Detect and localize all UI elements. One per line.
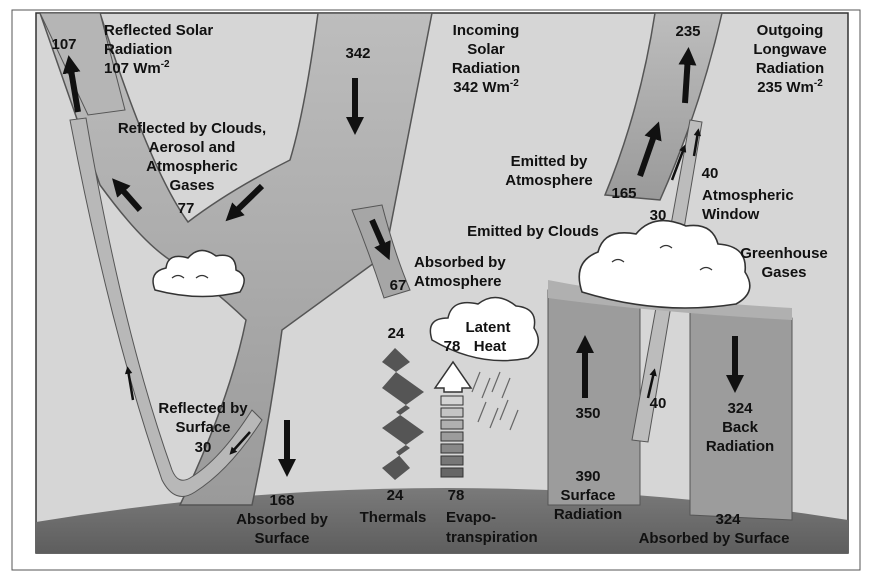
evapotranspiration-icon: [433, 360, 473, 478]
back-radiation-value: 324: [727, 400, 753, 417]
thermals-label: Thermals: [360, 509, 427, 526]
reflected-clouds-label-4: Gases: [169, 177, 214, 194]
window-label-1: Atmospheric: [702, 187, 794, 204]
outgoing-longwave-value: 235: [675, 23, 700, 40]
reflected-solar-title-2: Radiation: [104, 41, 172, 58]
incoming-solar-title: Incoming: [453, 22, 520, 39]
unit-exponent: -2: [510, 78, 519, 89]
reflected-solar-value: 107: [51, 36, 76, 53]
emitted-atmosphere-label-2: Atmosphere: [505, 172, 593, 189]
thermals-wave-icon: [382, 348, 424, 480]
incoming-solar-unit-value: 342: [453, 79, 478, 96]
right-cloud-icon: [578, 219, 751, 309]
window-top-value: 40: [702, 165, 719, 182]
reflected-clouds-in-arrow-icon: [225, 183, 265, 222]
incoming-solar-title-2: Solar: [467, 41, 505, 58]
window-label-2: Window: [702, 206, 760, 223]
surface-radiation-value: 390: [575, 468, 600, 485]
outgoing-longwave-title: Outgoing: [757, 22, 824, 39]
unit-exponent: -2: [161, 59, 170, 70]
emitted-atmosphere-arrow-icon: [637, 121, 662, 177]
absorbed-surface-solar-label-1: Absorbed by: [236, 511, 328, 528]
back-radiation-label-1: Back: [722, 419, 759, 436]
evapo-label-2: transpiration: [446, 529, 538, 546]
reflected-solar-unit: 107 Wm-2: [104, 59, 170, 77]
greenhouse-label-2: Gases: [761, 264, 806, 281]
outgoing-longwave-unit-value: 235: [757, 79, 782, 96]
surface-up-value: 350: [575, 405, 600, 422]
incoming-solar-value: 342: [345, 45, 370, 62]
reflected-clouds-up-arrow-icon: [112, 178, 143, 212]
emitted-clouds-value: 30: [650, 207, 667, 224]
absorbed-surface-solar-value: 168: [269, 492, 294, 509]
reflected-surface-value: 30: [195, 439, 212, 456]
surface-radiation-label-2: Radiation: [554, 506, 622, 523]
incoming-solar-title-3: Radiation: [452, 60, 520, 77]
reflected-surface-band: [69, 117, 263, 497]
outgoing-longwave-title-2: Longwave: [753, 41, 826, 58]
outgoing-longwave-title-3: Radiation: [756, 60, 824, 77]
emitted-clouds-arrow-icon: [670, 144, 687, 181]
reflected-solar-title: Reflected Solar: [104, 22, 213, 39]
absorbed-atmosphere-value: 67: [390, 277, 407, 294]
evapo-value: 78: [448, 487, 465, 504]
reflected-clouds-label-2: Aerosol and: [149, 139, 236, 156]
emitted-atmosphere-value: 165: [611, 185, 636, 202]
reflected-surface-label-1: Reflected by: [158, 400, 248, 417]
emitted-atmosphere-label-1: Emitted by: [511, 153, 588, 170]
reflected-surface-lower-arrow-icon: [229, 431, 251, 455]
latent-heat-cloud-icon: [429, 296, 540, 362]
reflected-clouds-label-1: Reflected by Clouds,: [118, 120, 266, 137]
outgoing-longwave-unit: 235 Wm-2: [757, 78, 823, 96]
emitted-clouds-label: Emitted by Clouds: [467, 223, 599, 240]
window-low-value: 40: [650, 395, 667, 412]
latent-heat-value: 78: [444, 338, 461, 355]
reflected-surface-label-2: Surface: [175, 419, 230, 436]
left-cloud-icon: [152, 249, 245, 298]
reflected-solar-arrow-icon: [62, 55, 81, 113]
unit-text: Wm: [786, 79, 814, 96]
evapo-label-1: Evapo-: [446, 509, 496, 526]
reflected-clouds-label-3: Atmospheric: [146, 158, 238, 175]
latent-heat-label-1: Latent: [466, 319, 511, 336]
absorbed-surface-solar-label-2: Surface: [254, 530, 309, 547]
absorbed-by-surface-value: 324: [715, 511, 741, 528]
greenhouse-label-1: Greenhouse: [740, 245, 828, 262]
absorbed-by-surface-label: Absorbed by Surface: [639, 530, 790, 547]
window-top-arrow-icon: [692, 128, 702, 157]
rain-icon: [471, 371, 519, 431]
incoming-solar-unit: 342 Wm-2: [453, 78, 519, 96]
window-low-arrow-icon: [646, 368, 657, 399]
absorbed-atmosphere-label-2: Atmosphere: [414, 273, 502, 290]
back-radiation-label-2: Radiation: [706, 438, 774, 455]
reflected-clouds-value: 77: [178, 200, 195, 217]
absorbed-atmosphere-arrow-icon: [369, 218, 391, 261]
thermals-value: 24: [387, 487, 404, 504]
reflected-surface-arrow-icon: [124, 366, 135, 401]
unit-text: Wm: [133, 60, 161, 77]
outgoing-longwave-arrow-icon: [678, 47, 697, 104]
reflected-solar-unit-value: 107: [104, 60, 129, 77]
unit-text: Wm: [482, 79, 510, 96]
thermals-top-value: 24: [388, 325, 405, 342]
absorbed-atmosphere-label-1: Absorbed by: [414, 254, 506, 271]
unit-exponent: -2: [814, 78, 823, 89]
surface-radiation-label-1: Surface: [560, 487, 615, 504]
latent-heat-label-2: Heat: [474, 338, 507, 355]
